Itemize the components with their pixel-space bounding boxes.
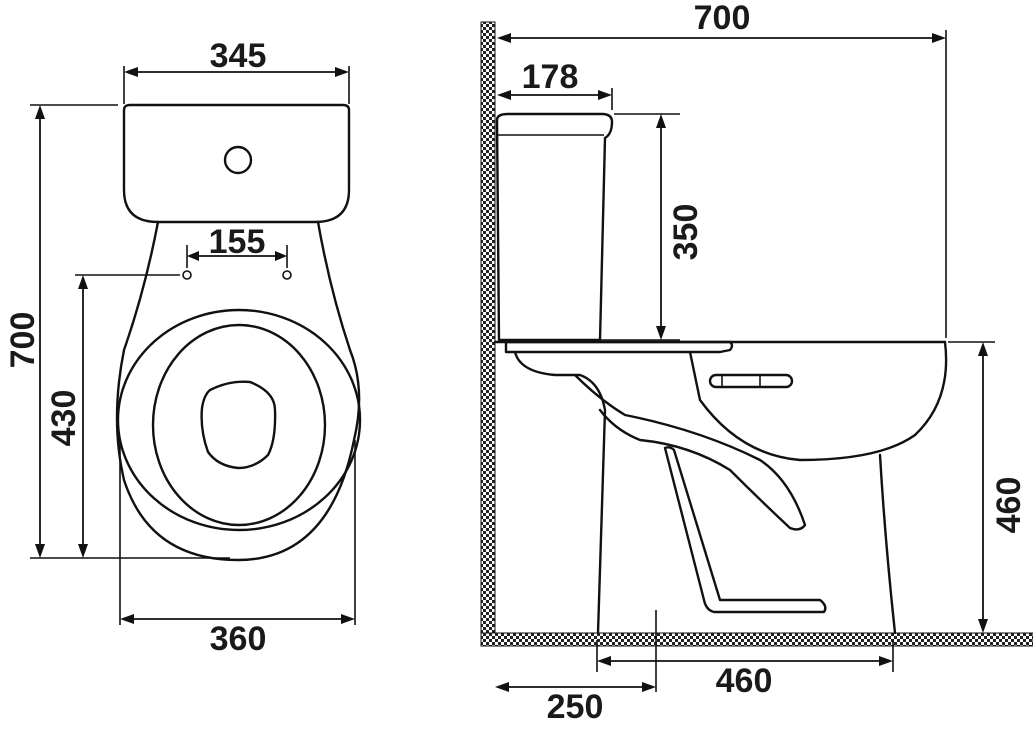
seat-outer [116,308,362,532]
floor-hatch [480,632,1033,647]
side-tank [495,112,614,342]
label-front-total-height: 700 [4,312,42,369]
hinge-part [708,373,794,389]
label-wall-to-outlet: 250 [547,688,604,726]
side-foot-front [878,453,897,635]
label-base-width: 360 [210,620,267,658]
front-tank [122,103,351,224]
trap-slot [663,446,827,614]
bowl-opening [200,380,277,470]
front-bowl-outline [115,220,361,562]
label-side-total-depth: 700 [694,0,751,37]
bolt-hole-left [182,270,192,280]
side-seat [504,340,734,354]
label-tank-height: 350 [667,204,705,261]
front-view: 345 155 700 430 360 [4,37,362,658]
flush-button [223,145,253,175]
label-bowl-height: 430 [45,390,83,447]
label-bolt-spacing: 155 [209,223,266,261]
label-foot-length: 460 [716,662,773,700]
wall-hatch [480,21,496,647]
bolt-hole-right [282,270,292,280]
label-tank-depth: 178 [522,58,579,96]
seat-inner [151,323,327,527]
side-bowl [688,340,948,462]
side-view: 700 178 350 460 460 250 [480,0,1033,726]
label-seat-height: 460 [990,477,1028,534]
side-body [513,350,607,635]
label-tank-width: 345 [210,37,267,75]
